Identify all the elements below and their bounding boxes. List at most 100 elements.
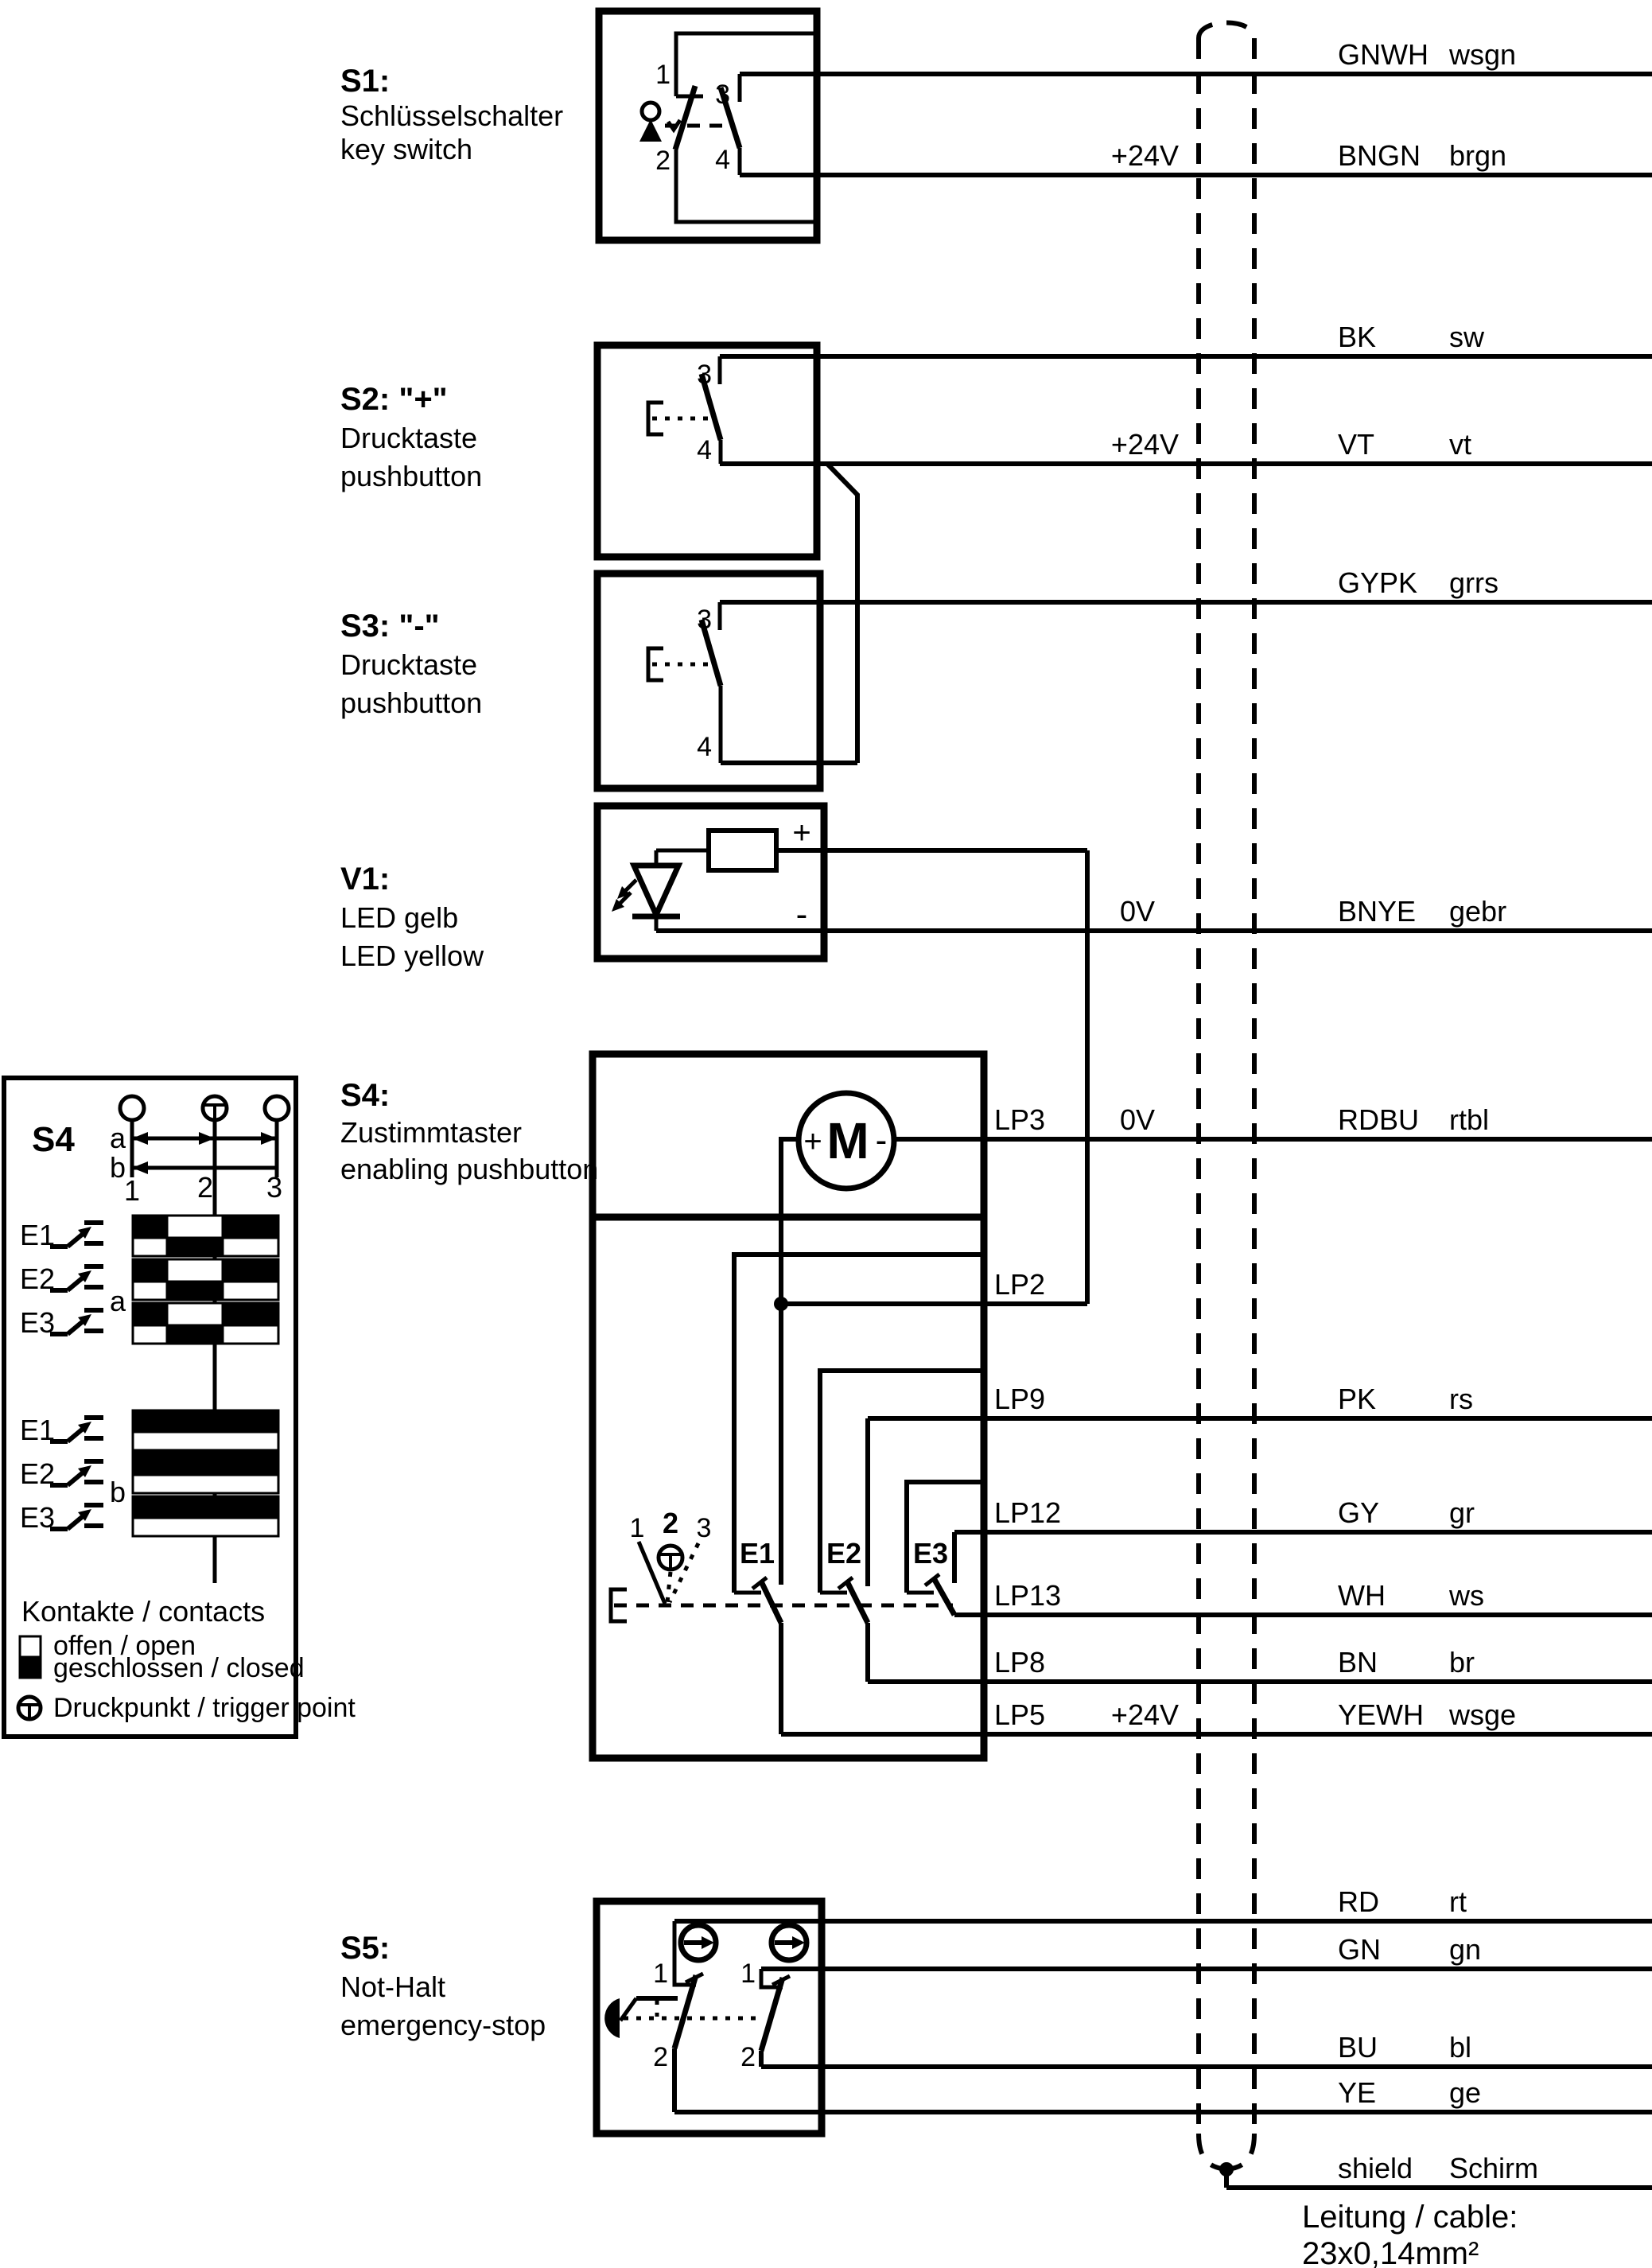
s1-block: 1 2 3 4 S1: Schlüsselschalter key switch — [340, 7, 821, 244]
s2-title: S2: "+" — [340, 382, 448, 417]
s1-desc-de: Schlüsselschalter — [340, 99, 563, 132]
contact-chart-group-b: b — [110, 1409, 280, 1538]
wire-code: BNYE — [1338, 895, 1416, 928]
wire-de: rt — [1449, 1885, 1467, 1918]
e2-label: E2 — [826, 1537, 861, 1570]
group-a-label: a — [110, 1285, 126, 1317]
fan-pos2-label: 2 — [663, 1507, 678, 1539]
position-circle-3-icon — [262, 1094, 291, 1122]
wire-de: gn — [1449, 1933, 1481, 1966]
e3-left-terminal-wire — [904, 1480, 984, 1593]
s2-actuator-bracket — [646, 400, 663, 437]
legend-trigger-icon — [16, 1694, 43, 1721]
chart-row-e3a — [131, 1301, 280, 1345]
e1-arm-tick — [751, 1576, 768, 1590]
wire-code: VT — [1338, 428, 1374, 461]
v1-resistor — [706, 828, 779, 873]
panel-e2a-label: E2 — [20, 1262, 55, 1295]
fan-dotted-ray-mid — [665, 1571, 673, 1603]
panel-e2b: E2 — [20, 1457, 103, 1490]
group-b-label: b — [110, 1476, 126, 1508]
wire-code: RD — [1338, 1885, 1379, 1918]
s1-pin1-label: 1 — [655, 60, 671, 90]
pos1-label: 1 — [124, 1174, 140, 1207]
s2-box — [593, 341, 821, 561]
fan-solid-ray — [636, 1541, 667, 1605]
panel-e2b-label: E2 — [20, 1457, 55, 1490]
e2-left-terminal-wire — [818, 1368, 984, 1593]
s2-pin3-label: 3 — [697, 360, 712, 390]
v1-title: V1: — [340, 862, 390, 897]
s5-desc-en: emergency-stop — [340, 2009, 546, 2041]
s3-contact-arm — [698, 619, 724, 687]
panel-e1a: E1 — [20, 1219, 103, 1251]
lp-label: LP3 — [994, 1103, 1045, 1136]
s5-left-pin2-label: 2 — [653, 2042, 668, 2072]
estop-plunger-icon — [604, 1998, 620, 2038]
supply-label: +24V — [1111, 428, 1179, 461]
e3-label: E3 — [913, 1537, 948, 1570]
s3-pin3-label: 3 — [697, 605, 712, 635]
wire-de: wsgn — [1448, 38, 1516, 71]
s5-left-pin1-label: 1 — [653, 1959, 668, 1989]
s5-latch-icon — [618, 1996, 678, 2022]
s5-right-pin1-label: 1 — [740, 1959, 756, 1989]
legend-open-label: offen / open — [53, 1631, 196, 1661]
s3-title: S3: "-" — [340, 609, 440, 644]
led-emission-arrows-icon — [612, 878, 638, 912]
s5-release-rotate-icon-left — [678, 1922, 719, 1963]
wire-de: wsge — [1448, 1698, 1516, 1731]
travel-arrow-row-b — [132, 1161, 277, 1174]
s5-left-terminal1 — [672, 1921, 696, 1987]
wire-de: brgn — [1449, 139, 1506, 172]
pos3-label: 3 — [266, 1171, 282, 1204]
e3-arm-tick — [923, 1573, 941, 1587]
position-circle-2-trigger-icon — [200, 1094, 229, 1122]
s5-right-terminal1 — [759, 1969, 783, 1990]
s5-left-arm-tick — [684, 1971, 705, 1985]
s1-pin4-label: 4 — [715, 145, 730, 175]
s3-box — [593, 570, 824, 792]
v1-plus-label: + — [792, 815, 810, 850]
e1-label: E1 — [740, 1537, 775, 1570]
wire-code: BN — [1338, 1646, 1378, 1679]
s5-right-arm-tick — [771, 1974, 791, 1987]
v1-minus-label: - — [796, 895, 808, 934]
s1-terminal1-loop — [674, 31, 817, 96]
s1-desc-en: key switch — [340, 133, 472, 165]
s1-contact34-arm — [717, 86, 743, 150]
s4-desc-de: Zustimmtaster — [340, 1116, 522, 1149]
lp-label: LP8 — [994, 1646, 1045, 1679]
wire-code: PK — [1338, 1383, 1376, 1415]
legend-open-swatch — [18, 1635, 42, 1659]
motor-plus-vertical — [779, 1137, 799, 1585]
wire-de: br — [1449, 1646, 1475, 1679]
chart-row-e2b — [131, 1451, 280, 1495]
row-a-label: a — [110, 1122, 126, 1154]
wire-de: gebr — [1449, 895, 1506, 928]
s3-actuator-bracket — [646, 646, 663, 683]
row-b-label: b — [110, 1151, 126, 1184]
fan-pos1-label: 1 — [630, 1513, 645, 1543]
wire-code: shield — [1338, 2152, 1413, 2184]
s4-actuator-bracket — [608, 1587, 627, 1624]
e1-left-terminal-wire — [732, 1252, 984, 1593]
s1-contact12-arm — [672, 84, 698, 151]
key-bow-icon — [639, 119, 662, 142]
v1-box — [593, 802, 828, 963]
wire-code: GNWH — [1338, 38, 1428, 71]
s1-title: S1: — [340, 64, 390, 99]
s4-block: + M - 1 2 3 — [340, 1050, 988, 1762]
lp2-junction-dot — [774, 1297, 788, 1311]
wire-de: rs — [1449, 1383, 1473, 1415]
cable-spec-line2: 23x0,14mm² — [1302, 2236, 1479, 2268]
wire-code: BNGN — [1338, 139, 1421, 172]
s2-desc-en: pushbutton — [340, 460, 482, 492]
cable-top-arc — [1196, 20, 1257, 39]
s4-contact-panel: S4 a b 1 2 3 — [2, 1076, 356, 1739]
s3-desc-de: Drucktaste — [340, 648, 477, 681]
chart-row-e3b — [131, 1495, 280, 1538]
s5-right-pin2-label: 2 — [740, 2042, 756, 2072]
position-circle-1-icon — [118, 1094, 146, 1122]
